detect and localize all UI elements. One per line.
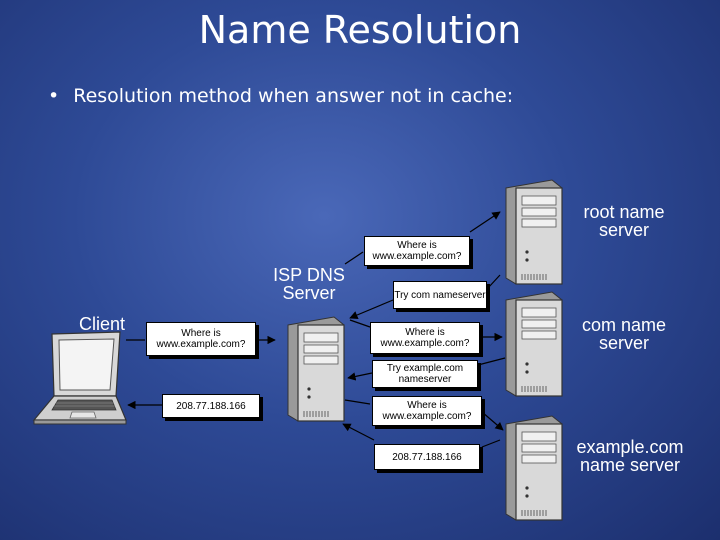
- bullet-point: • Resolution method when answer not in ca…: [48, 85, 513, 107]
- root-server-icon: [505, 179, 563, 285]
- message-com-reply: Try example.com nameserver: [372, 360, 478, 388]
- com-name-server-label: com name server: [581, 315, 667, 353]
- isp-server-icon: [287, 316, 345, 422]
- message-example-query: Where is www.example.com?: [372, 396, 482, 426]
- line-example-answer: [481, 439, 501, 448]
- message-root-query: Where is www.example.com?: [364, 236, 470, 266]
- message-root-reply: Try com nameserver: [393, 281, 487, 309]
- line-root-reply: [487, 274, 501, 289]
- root-name-server-label: root name server: [583, 202, 665, 240]
- line-com-reply-arrow: [347, 372, 373, 381]
- line-root-query: [344, 251, 364, 265]
- line-com-reply: [477, 357, 506, 366]
- client-label: Client: [78, 314, 126, 334]
- example-server-icon: [505, 415, 563, 521]
- message-client-query: Where is www.example.com?: [146, 322, 256, 356]
- isp-dns-server-label: ISP DNS Server: [273, 265, 345, 303]
- line-example-query-arrow: [481, 411, 504, 431]
- message-com-query: Where is www.example.com?: [370, 322, 480, 354]
- com-server-icon: [505, 291, 563, 397]
- slide-title: Name Resolution: [198, 8, 522, 52]
- message-answer-to-client: 208.77.188.166: [162, 394, 260, 418]
- bullet-text: Resolution method when answer not in cac…: [73, 85, 514, 107]
- message-example-answer: 208.77.188.166: [374, 444, 480, 470]
- line-com-query: [349, 319, 371, 328]
- laptop-icon: [32, 331, 127, 425]
- line-root-query-arrow: [469, 211, 501, 233]
- line-root-reply-arrow: [349, 299, 394, 319]
- line-example-query: [344, 399, 371, 405]
- line-example-answer-arrow: [342, 423, 375, 441]
- bullet-dot-icon: •: [48, 85, 60, 107]
- example-name-server-label: example.com name server: [576, 437, 684, 475]
